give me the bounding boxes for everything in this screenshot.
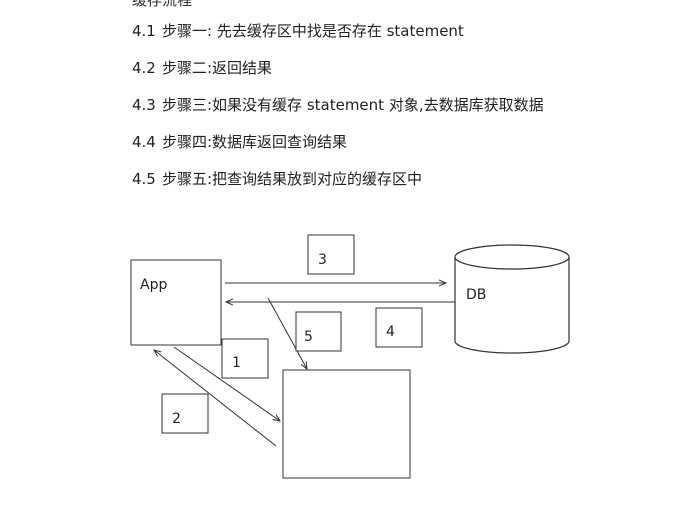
arrow-db-result-to-cache (267, 297, 307, 369)
step-number: 4.4 (132, 133, 156, 151)
step-item: 4.5 步骤五:把查询结果放到对应的缓存区中 (132, 168, 544, 205)
arrow-cache-to-app (154, 350, 277, 447)
partial-heading: 缓存流程 (132, 0, 193, 9)
marker-box (307, 234, 355, 275)
arrow-app-to-cache (173, 346, 280, 421)
step-item: 4.2 步骤二:返回结果 (132, 57, 544, 94)
step-number: 4.2 (132, 59, 156, 77)
step-text: 步骤二:返回结果 (162, 59, 273, 77)
app-label: App (140, 277, 167, 293)
step-text: 步骤一: 先去缓存区中找是否存在 statement (162, 22, 464, 40)
marker-label: 2 (172, 411, 181, 427)
steps-list: 4.1 步骤一: 先去缓存区中找是否存在 statement 4.2 步骤二:返回结… (132, 20, 544, 205)
marker-box (221, 338, 269, 379)
marker-label: 3 (318, 252, 327, 268)
db-label: DB (466, 287, 486, 303)
step-number: 4.1 (132, 22, 156, 40)
step-item: 4.1 步骤一: 先去缓存区中找是否存在 statement (132, 20, 544, 57)
marker-box (375, 307, 423, 348)
db-cylinder (454, 244, 570, 354)
step-number: 4.3 (132, 96, 156, 114)
marker-box (295, 311, 342, 352)
marker-label: 4 (386, 324, 395, 340)
step-text: 步骤五:把查询结果放到对应的缓存区中 (162, 170, 423, 188)
app-box (130, 259, 222, 346)
step-text: 步骤四:数据库返回查询结果 (162, 133, 348, 151)
marker-label: 1 (232, 355, 241, 371)
step-number: 4.5 (132, 170, 156, 188)
cache-box (282, 369, 411, 479)
marker-box (161, 393, 209, 434)
step-item: 4.3 步骤三:如果没有缓存 statement 对象,去数据库获取数据 (132, 94, 544, 131)
step-text: 步骤三:如果没有缓存 statement 对象,去数据库获取数据 (162, 96, 544, 114)
step-item: 4.4 步骤四:数据库返回查询结果 (132, 131, 544, 168)
marker-label: 5 (304, 329, 313, 345)
